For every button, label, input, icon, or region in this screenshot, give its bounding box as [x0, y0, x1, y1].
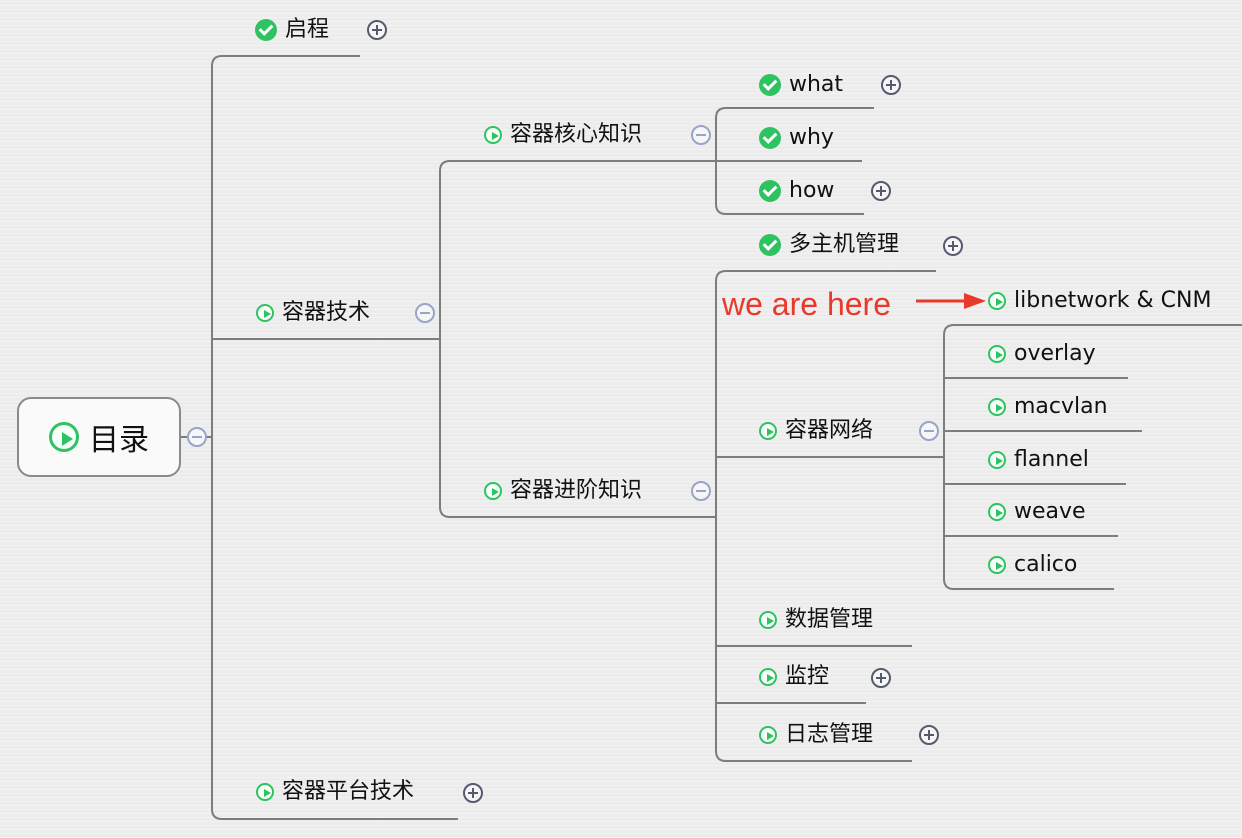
node-label: how — [789, 178, 835, 203]
play-icon — [759, 422, 777, 440]
qicheng-expand-toggle[interactable] — [367, 20, 387, 40]
play-icon — [484, 482, 502, 500]
log-management-expand-toggle[interactable] — [919, 725, 939, 745]
node-rongqi-jishu[interactable]: 容器技术 — [256, 302, 370, 324]
node-label: libnetwork & CNM — [1014, 288, 1212, 313]
play-icon — [759, 726, 777, 744]
node-advanced-knowledge[interactable]: 容器进阶知识 — [484, 480, 642, 502]
node-qicheng[interactable]: 启程 — [255, 19, 329, 41]
node-what[interactable]: what — [759, 74, 843, 96]
level1-bracket — [211, 55, 458, 820]
multi-host-expand-toggle[interactable] — [943, 236, 963, 256]
play-icon — [988, 503, 1006, 521]
node-label: 容器核心知识 — [510, 122, 643, 147]
rongqi-jishu-collapse-toggle[interactable] — [415, 303, 435, 323]
node-libnetwork[interactable]: libnetwork & CNM — [988, 290, 1211, 312]
check-icon — [759, 127, 781, 149]
network-children-bracket — [943, 324, 1242, 590]
node-label: 容器平台技术 — [282, 779, 415, 804]
node-label: flannel — [1014, 447, 1089, 472]
node-multi-host[interactable]: 多主机管理 — [759, 234, 899, 256]
check-icon — [759, 74, 781, 96]
play-icon — [484, 126, 502, 144]
advanced-knowledge-collapse-toggle[interactable] — [691, 481, 711, 501]
node-monitoring[interactable]: 监控 — [759, 666, 829, 688]
what-expand-toggle[interactable] — [881, 75, 901, 95]
how-expand-toggle[interactable] — [871, 181, 891, 201]
advanced-branch-line — [439, 339, 716, 518]
play-icon — [256, 783, 274, 801]
node-label: 日志管理 — [785, 722, 874, 747]
check-icon — [759, 180, 781, 202]
check-icon — [255, 19, 277, 41]
monitoring-expand-toggle[interactable] — [871, 668, 891, 688]
node-label: weave — [1014, 499, 1086, 524]
root-collapse-toggle[interactable] — [187, 427, 207, 447]
play-icon — [988, 398, 1006, 416]
node-why[interactable]: why — [759, 127, 834, 149]
node-log-management[interactable]: 日志管理 — [759, 724, 873, 746]
node-label: calico — [1014, 552, 1078, 577]
node-core-knowledge[interactable]: 容器核心知识 — [484, 124, 642, 146]
network-collapse-toggle[interactable] — [919, 421, 939, 441]
node-label: 数据管理 — [785, 607, 874, 632]
node-overlay[interactable]: overlay — [988, 343, 1096, 365]
advanced-children-bracket — [715, 270, 936, 762]
node-rongqi-pingtai[interactable]: 容器平台技术 — [256, 781, 414, 803]
root-label: 目录 — [89, 423, 149, 458]
node-how[interactable]: how — [759, 180, 834, 202]
play-icon — [988, 292, 1006, 310]
node-flannel[interactable]: flannel — [988, 449, 1089, 471]
check-icon — [759, 234, 781, 256]
annotation-we-are-here: we are here — [722, 286, 891, 322]
node-label: 容器进阶知识 — [510, 478, 643, 503]
node-data-management[interactable]: 数据管理 — [759, 609, 873, 631]
play-icon — [759, 668, 777, 686]
rongqi-pingtai-expand-toggle[interactable] — [463, 783, 483, 803]
node-label: 多主机管理 — [789, 232, 900, 257]
node-label: what — [789, 72, 844, 97]
node-label: 容器网络 — [785, 418, 874, 443]
play-icon — [759, 611, 777, 629]
annotation-arrow — [916, 293, 986, 309]
node-label: 容器技术 — [282, 300, 371, 325]
core-knowledge-collapse-toggle[interactable] — [691, 125, 711, 145]
node-container-network[interactable]: 容器网络 — [759, 420, 873, 442]
node-label: 监控 — [785, 664, 830, 689]
play-icon — [256, 304, 274, 322]
node-weave[interactable]: weave — [988, 501, 1086, 523]
play-icon — [988, 556, 1006, 574]
root-node[interactable]: 目录 — [17, 397, 181, 477]
play-icon — [49, 422, 79, 452]
node-calico[interactable]: calico — [988, 554, 1077, 576]
node-label: macvlan — [1014, 394, 1108, 419]
play-icon — [988, 345, 1006, 363]
node-label: 启程 — [285, 17, 330, 42]
play-icon — [988, 451, 1006, 469]
node-label: overlay — [1014, 341, 1096, 366]
core-branch-line — [439, 160, 716, 339]
node-label: why — [789, 125, 834, 150]
node-macvlan[interactable]: macvlan — [988, 396, 1108, 418]
